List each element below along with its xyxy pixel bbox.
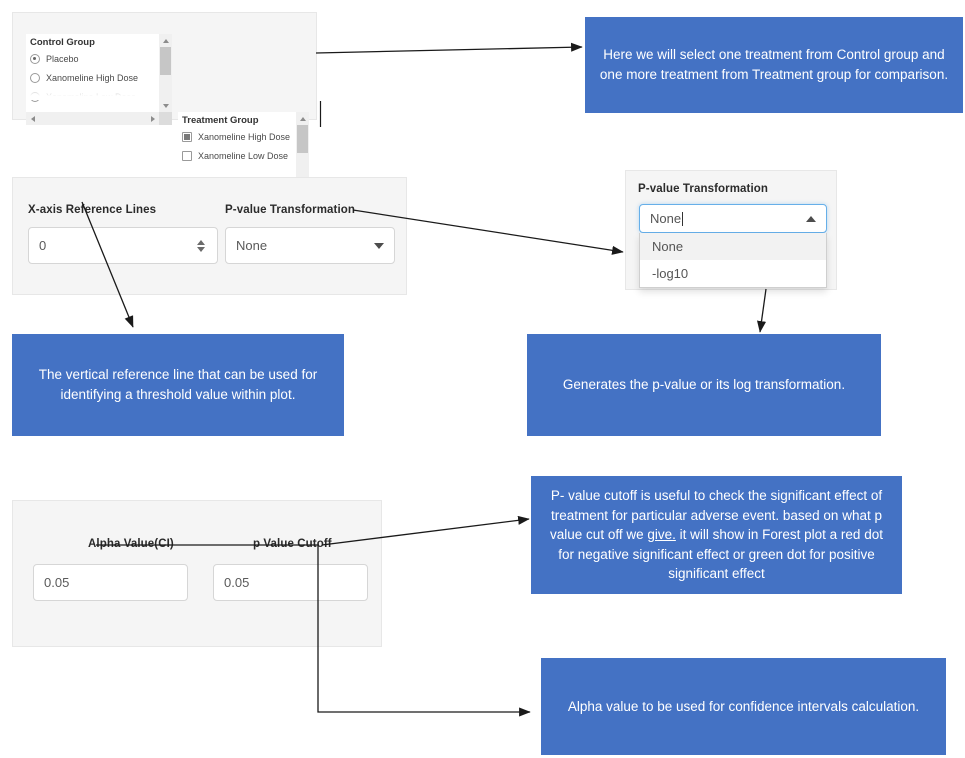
chevron-up-icon[interactable] <box>806 215 816 222</box>
control-option-xanomeline-high[interactable]: Xanomeline High Dose <box>30 73 159 83</box>
xaxis-reference-lines-label: X-axis Reference Lines <box>28 204 157 216</box>
checkbox-icon[interactable] <box>182 132 192 142</box>
scrollbar-track[interactable] <box>297 153 308 177</box>
callout-refline: The vertical reference line that can be … <box>12 334 344 436</box>
treatment-option-xanomeline-high[interactable]: Xanomeline High Dose <box>182 132 296 142</box>
callout-groups: Here we will select one treatment from C… <box>585 17 963 113</box>
statistics-values-panel: Alpha Value(CI) 0.05 p Value Cutoff 0.05 <box>12 500 382 647</box>
callout-cutoff-misspelled-word: give. <box>647 527 676 543</box>
callout-cutoff-text-3: it will show in Forest plot a red dot fo… <box>558 527 883 582</box>
callout-cutoff-text-2: based on what p value cut off we <box>550 507 882 543</box>
groups-panel: Control Group Placebo Xanomeline High Do… <box>12 12 317 203</box>
connector-dropdown-to-callout <box>757 288 767 333</box>
scroll-down-icon[interactable] <box>159 99 172 112</box>
scroll-up-icon[interactable] <box>159 34 172 47</box>
treatment-option-xanomeline-low[interactable]: Xanomeline Low Dose <box>182 151 296 161</box>
treatment-option-label: Xanomeline Low Dose <box>198 151 289 161</box>
control-group-horizontal-scrollbar[interactable] <box>26 112 172 125</box>
p-value-cutoff-input[interactable]: 0.05 <box>213 564 368 601</box>
callout-transform: Generates the p-value or its log transfo… <box>527 334 881 436</box>
number-stepper-icon[interactable] <box>195 239 207 252</box>
callout-transform-text: Generates the p-value or its log transfo… <box>562 377 846 393</box>
scrollbar-track[interactable] <box>160 75 171 99</box>
pvalue-dropdown-panel: P-value Transformation None None -log10 <box>625 170 837 290</box>
radio-icon[interactable] <box>30 92 40 102</box>
control-option-placebo[interactable]: Placebo <box>30 54 159 64</box>
dropdown-option-log10[interactable]: -log10 <box>652 266 689 281</box>
radio-icon[interactable] <box>30 73 40 83</box>
pvalue-dropdown-label: P-value Transformation <box>638 183 769 195</box>
scrollbar-thumb[interactable] <box>297 125 308 153</box>
control-group-selector[interactable]: Control Group Placebo Xanomeline High Do… <box>26 34 172 125</box>
scroll-right-icon[interactable] <box>146 112 159 125</box>
control-group-vertical-scrollbar[interactable] <box>159 34 172 112</box>
pvalue-dropdown-value: None <box>650 211 682 226</box>
xaxis-reference-lines-input[interactable]: 0 <box>28 227 218 264</box>
control-option-xanomeline-low[interactable]: Xanomeline Low Dose <box>30 92 159 102</box>
p-value-cutoff-label: p Value Cutoff <box>253 538 332 550</box>
text-cursor <box>682 211 684 226</box>
alpha-value-input[interactable]: 0.05 <box>33 564 188 601</box>
pvalue-transformation-select[interactable]: None <box>225 227 395 264</box>
control-group-title: Control Group <box>30 37 95 48</box>
callout-refline-text: The vertical reference line that can be … <box>38 367 318 402</box>
scrollbar-thumb[interactable] <box>160 47 171 75</box>
scrollbar-corner <box>159 112 172 125</box>
plot-options-panel: X-axis Reference Lines 0 P-value Transfo… <box>12 177 407 295</box>
chevron-down-icon[interactable] <box>374 242 384 249</box>
callout-pvalue-cutoff: P- value cutoff is useful to check the s… <box>531 476 902 594</box>
xaxis-reference-lines-value: 0 <box>39 238 47 253</box>
treatment-group-title: Treatment Group <box>182 115 259 126</box>
callout-alpha-text: Alpha value to be used for confidence in… <box>567 698 920 714</box>
alpha-value-value: 0.05 <box>44 575 70 590</box>
scroll-up-icon[interactable] <box>296 112 309 125</box>
dropdown-option-none[interactable]: None <box>640 233 826 260</box>
pvalue-transformation-value: None <box>236 238 268 253</box>
alpha-value-label: Alpha Value(CI) <box>88 538 174 550</box>
scroll-left-icon[interactable] <box>26 112 39 125</box>
treatment-option-label: Xanomeline High Dose <box>198 132 291 142</box>
connector-groups-to-callout <box>315 42 583 54</box>
control-option-label: Xanomeline Low Dose <box>46 92 137 102</box>
control-option-label: Placebo <box>46 54 79 64</box>
pvalue-dropdown-input[interactable]: None <box>639 204 827 233</box>
pvalue-dropdown-options[interactable]: None -log10 <box>639 233 827 288</box>
checkbox-icon[interactable] <box>182 151 192 161</box>
callout-alpha: Alpha value to be used for confidence in… <box>541 658 946 755</box>
callout-groups-text: Here we will select one treatment from C… <box>599 47 949 82</box>
callout-cutoff-text-1: P- value cutoff is useful to check the s… <box>550 488 883 523</box>
p-value-cutoff-value: 0.05 <box>224 575 250 590</box>
control-option-label: Xanomeline High Dose <box>46 73 139 83</box>
scrollbar-track[interactable] <box>39 113 146 124</box>
pvalue-transformation-label: P-value Transformation <box>225 204 356 216</box>
radio-icon[interactable] <box>30 54 40 64</box>
